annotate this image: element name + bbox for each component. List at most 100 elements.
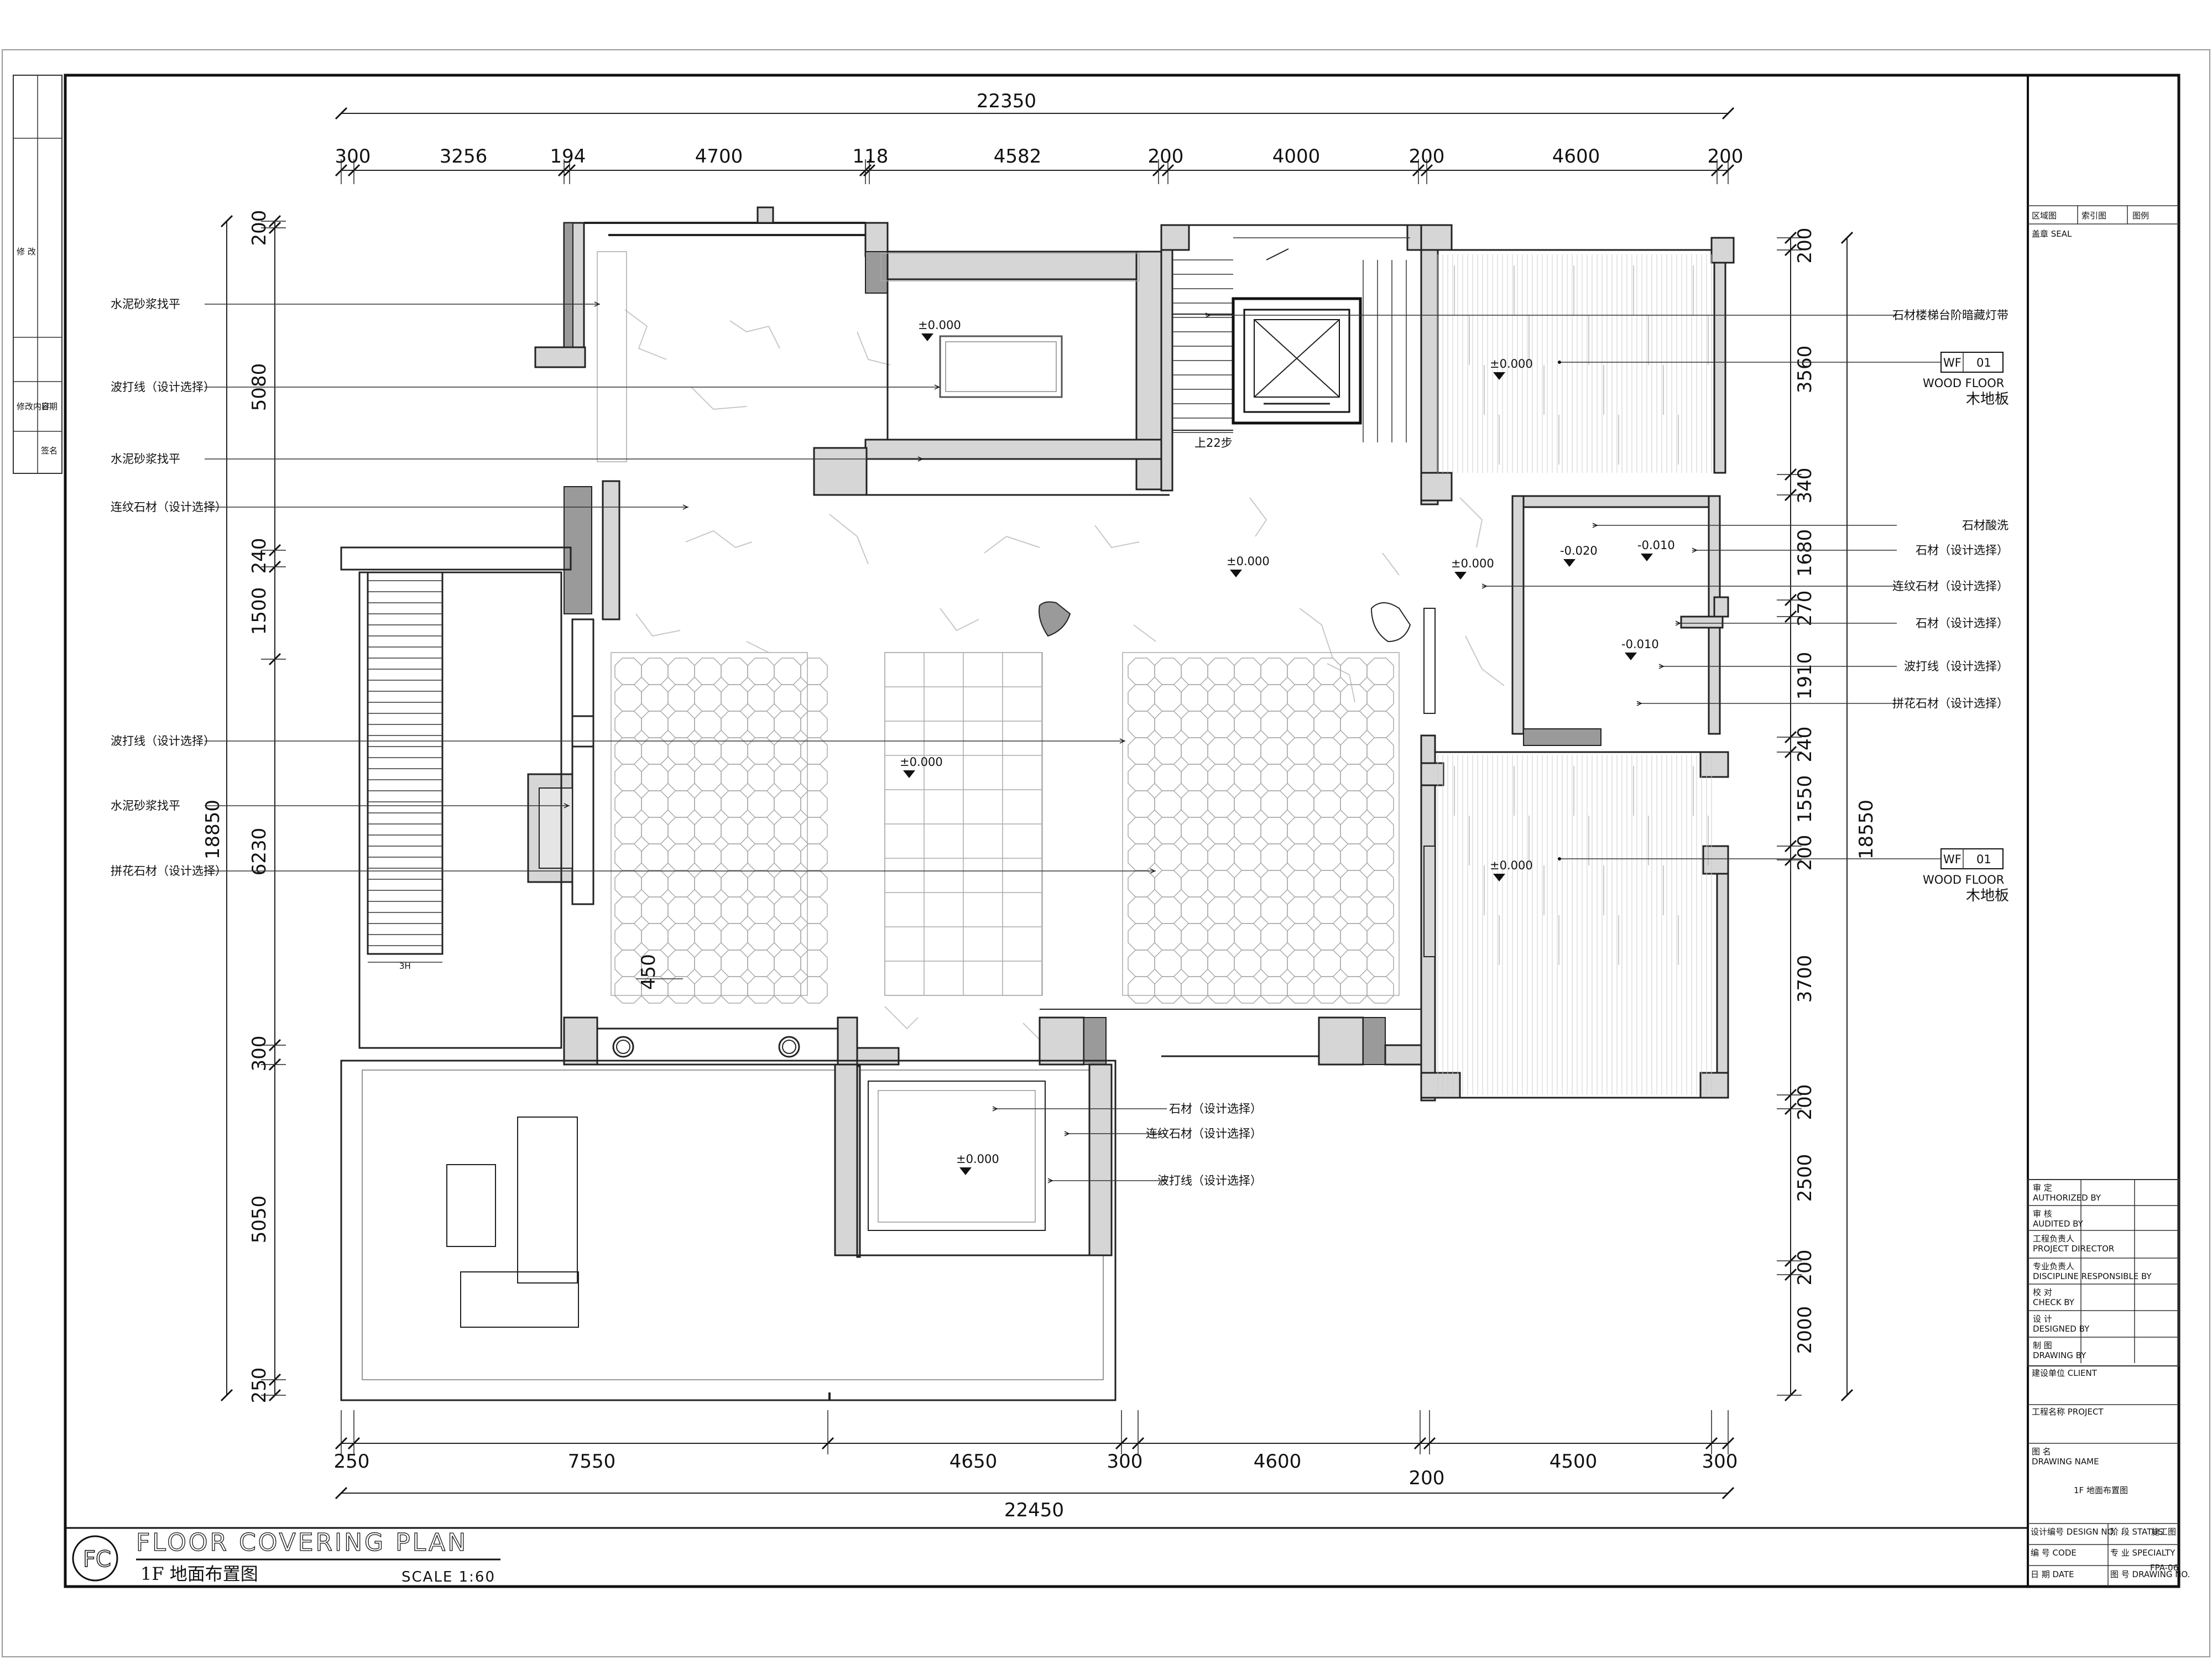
level-marker: ±0.000 [1490,357,1533,380]
dim-label: 200 [1794,1084,1816,1120]
dim-label: 200 [1148,145,1184,168]
svg-text:±0.000: ±0.000 [918,319,961,332]
tb-client: 建设单位 CLIENT [2032,1368,2098,1378]
dim-label: 340 [1794,468,1816,504]
revision-sign-label: 签名 [41,446,58,456]
wf-cn: 木地板 [1966,391,2009,408]
dim-label: 1910 [1794,652,1816,700]
dim-label: 200 [1794,835,1816,871]
dim-label: 118 [853,145,889,168]
material-label: 波打线（设计选择） [1904,660,2008,673]
dim-label: 200 [1794,228,1816,264]
dim-bottom-total: 22450 [1004,1499,1064,1521]
material-label: 波打线（设计选择） [111,380,215,394]
level-marker: -0.010 [1621,638,1659,660]
revision-strip: 修 改 修改内容 日期 签名 [13,75,62,474]
tb-drawing-name-value: 1F 地面布置图 [2074,1485,2128,1495]
tb-row-en: DRAWING BY [2033,1350,2086,1360]
dim-label: 4650 [950,1451,998,1473]
tb-row-cn: 工程负责人 [2033,1234,2074,1244]
tb-drawing-name-label: 图 名 [2032,1447,2051,1457]
tb-area-map: 区域图 [2032,211,2057,221]
wood-floor-tag-1: WF 01 WOOD FLOOR 木地板 [1558,352,2009,408]
material-label: 连纹石材（设计选择） [1892,580,2008,593]
wf-num: 01 [1976,853,1991,866]
level-marker: ±0.000 [1227,555,1270,577]
wf-en: WOOD FLOOR [1923,377,2004,390]
up-stair-label: 上22步 [1194,436,1233,450]
title-scale: SCALE 1:60 [401,1569,495,1585]
tb-status-value: 施工图 [2151,1527,2176,1537]
material-leaders: 水泥砂浆找平波打线（设计选择）水泥砂浆找平连纹石材（设计选择）波打线（设计选择）… [111,298,2008,1187]
material-label: 石材（设计选择） [1916,544,2008,557]
dim-label: 194 [550,145,586,168]
material-label: 水泥砂浆找平 [111,298,180,311]
west-stair-label: 3H [399,961,411,971]
tb-drawing-no-value: FPA-06 [2150,1563,2178,1573]
drawing-title: FC FLOOR COVERING PLAN 1F 地面布置图 SCALE 1:… [65,1527,2028,1585]
tb-row-cn: 校 对 [2033,1287,2052,1297]
level-marker: ±0.000 [956,1152,999,1175]
tb-row-en: PROJECT DIRECTOR [2033,1244,2114,1254]
dim-label: 240 [1794,727,1816,763]
material-label: 波打线（设计选择） [111,734,215,748]
tb-design-no: 设计编号 DESIGN NO. [2031,1527,2116,1537]
tb-status: 阶 段 STATUS [2110,1527,2163,1537]
material-label: 石材楼梯台阶暗藏灯带 [1892,309,2008,322]
svg-text:-0.010: -0.010 [1637,539,1675,552]
tb-row-cn: 制 图 [2033,1340,2052,1350]
tb-seal: 盖章 SEAL [2032,229,2072,239]
tb-row-en: DISCIPLINE RESPONSIBLE BY [2033,1271,2152,1281]
tb-row-en: CHECK BY [2033,1297,2075,1307]
dim-label: 3256 [440,145,488,168]
dim-label: 2000 [1794,1306,1816,1354]
dim-label: 2500 [1794,1154,1816,1202]
wf-code: WF [1943,853,1961,866]
dimensions: 300 3256 194 4700 118 4582 200 4000 200 4600 200 2… [202,90,1877,1521]
dim-label: 4500 [1550,1451,1598,1473]
sheet-frame [64,74,2180,1588]
title-en: FLOOR COVERING PLAN [136,1528,468,1557]
dim-label: 3700 [1794,955,1816,1003]
material-label: 石材酸洗 [1962,519,2008,532]
svg-text:-0.010: -0.010 [1621,638,1659,651]
dim-label: 4600 [1254,1451,1302,1473]
tb-index-map: 索引图 [2081,211,2106,221]
material-label: 拼花石材（设计选择） [1892,697,2008,710]
dim-label: 5050 [248,1196,270,1244]
svg-text:-0.020: -0.020 [1560,544,1598,557]
dim-right-total: 18550 [1855,800,1877,859]
level-marker: -0.010 [1637,539,1675,561]
tb-drawing-no: 图 号 DRAWING NO. [2110,1569,2190,1579]
level-markers: ±0.000 ±0.000 ±0.000 ±0.000 ±0.000 ±0.00… [900,319,1675,1175]
dim-left-total: 18850 [202,800,224,859]
dim-450: 450 [638,954,660,990]
dim-label: 300 [1107,1451,1143,1473]
dim-label: 4600 [1552,145,1600,168]
tb-row-en: AUDITED BY [2033,1219,2084,1229]
dim-label: 200 [1794,1250,1816,1286]
dim-label: 4700 [695,145,743,168]
wf-code: WF [1943,356,1961,369]
dim-label: 300 [248,1036,270,1072]
wood-floor-tag-2: WF 01 WOOD FLOOR 木地板 [1558,848,2009,904]
dim-top-total: 22350 [977,90,1036,112]
material-label: 拼花石材（设计选择） [111,864,227,878]
dim-label: 3560 [1794,346,1816,394]
dim-label: 4582 [994,145,1042,168]
svg-text:±0.000: ±0.000 [1227,555,1270,568]
dim-label: 300 [335,145,371,168]
tb-row-en: DESIGNED BY [2033,1324,2090,1334]
dim-label: 1680 [1794,529,1816,577]
material-label: 水泥砂浆找平 [111,799,180,812]
dim-label: 200 [1409,145,1445,168]
level-marker: ±0.000 [918,319,961,341]
level-marker: -0.020 [1560,544,1598,567]
revision-content-label: 修改内容 [17,401,50,411]
tb-code: 编 号 CODE [2031,1548,2077,1558]
dim-label: 4000 [1272,145,1321,168]
tb-specialty: 专 业 SPECIALTY [2110,1548,2176,1558]
tile-patterns [597,251,1411,1004]
svg-text:±0.000: ±0.000 [1490,859,1533,872]
svg-text:±0.000: ±0.000 [900,755,943,769]
